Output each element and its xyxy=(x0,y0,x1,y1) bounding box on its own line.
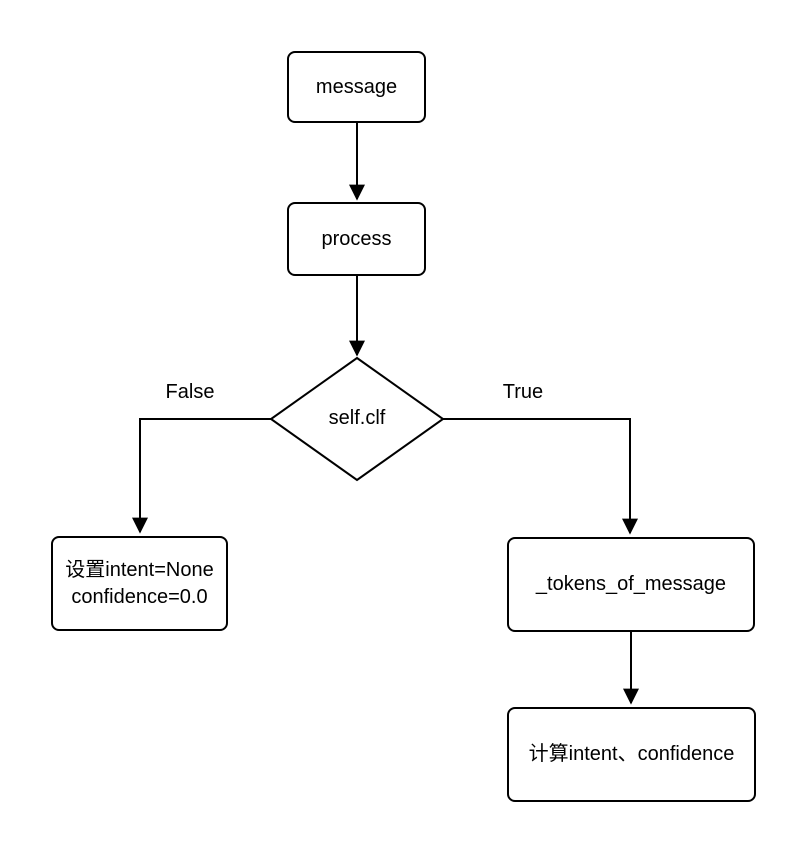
node-process: process xyxy=(287,202,426,276)
node-decision-label: self.clf xyxy=(328,406,386,429)
node-decision-self-clf: self.clf xyxy=(287,398,427,438)
node-tokens-of-message: _tokens_of_message xyxy=(507,537,755,632)
node-compute-intent-confidence: 计算intent、confidence xyxy=(507,707,756,802)
edge-false-branch xyxy=(132,418,272,534)
node-tokens-of-message-label: _tokens_of_message xyxy=(535,573,727,595)
node-compute-intent-confidence-label: 计算intent、confidence xyxy=(528,743,735,765)
decision-diamond-shape xyxy=(269,356,445,482)
edge-label-true: True xyxy=(488,381,558,404)
node-set-defaults-label: 设置intent=None confidence=0.0 xyxy=(65,558,214,608)
node-set-defaults: 设置intent=None confidence=0.0 xyxy=(51,536,228,631)
edge-label-false: False xyxy=(155,381,225,404)
node-message-label: message xyxy=(315,75,398,98)
node-process-label: process xyxy=(321,227,392,250)
node-message: message xyxy=(287,51,426,123)
edge-true-branch xyxy=(443,418,638,535)
